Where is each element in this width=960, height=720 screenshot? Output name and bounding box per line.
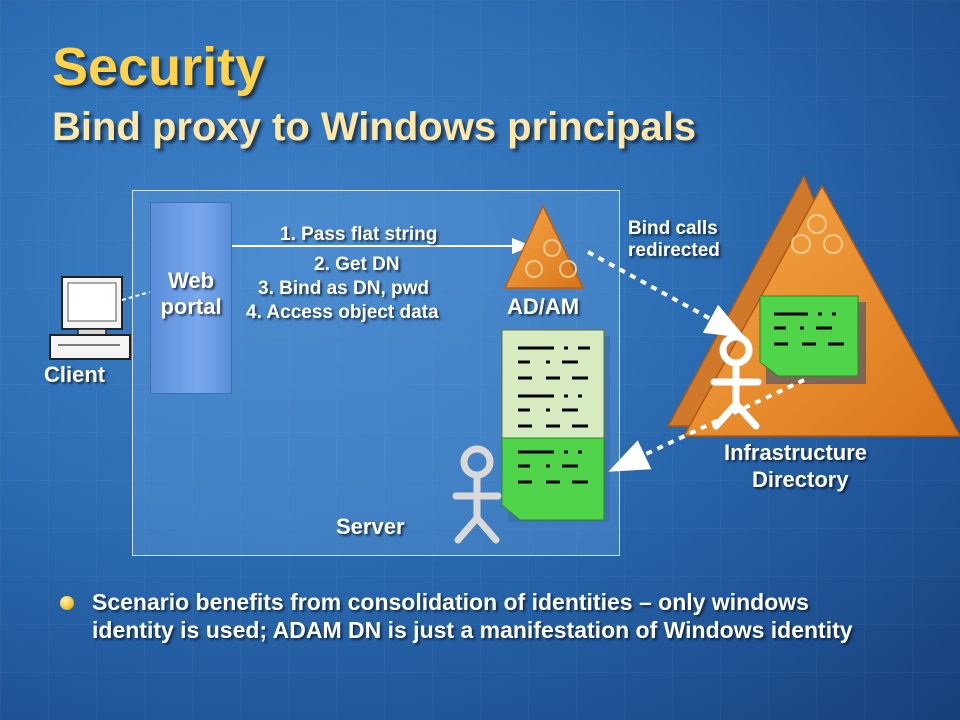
bullet-text: Scenario benefits from consolidation of … bbox=[92, 589, 853, 643]
server-label: Server bbox=[336, 514, 405, 539]
bind-calls-label-2: redirected bbox=[628, 240, 720, 261]
client-computer-icon bbox=[49, 276, 131, 360]
slide-subtitle: Bind proxy to Windows principals bbox=[52, 105, 697, 149]
bind-calls-label-1: Bind calls bbox=[628, 218, 718, 239]
step-1-label: 1. Pass flat string bbox=[280, 224, 438, 245]
adam-triangle bbox=[503, 204, 585, 289]
adam-label: AD/AM bbox=[507, 294, 580, 319]
server-person-icon bbox=[452, 445, 502, 544]
web-portal-label: Web portal bbox=[160, 268, 222, 319]
infra-directory-document bbox=[759, 295, 866, 384]
bind-redirect-arrow bbox=[587, 250, 746, 338]
infra-label-1: Infrastructure bbox=[724, 440, 868, 465]
document-text-lines bbox=[518, 346, 590, 484]
step-3-label: 3. Bind as DN, pwd bbox=[258, 278, 430, 299]
step-2-label: 2. Get DN bbox=[314, 254, 400, 275]
step-4-label: 4. Access object data bbox=[246, 302, 439, 323]
client-portal-connector bbox=[121, 291, 151, 301]
adam-directory-document bbox=[501, 329, 610, 522]
client-label: Client bbox=[44, 362, 106, 387]
slide-title: Security bbox=[52, 37, 266, 97]
web-portal-box bbox=[150, 202, 232, 394]
bullet-dot-icon bbox=[60, 596, 74, 610]
infra-label-2: Directory bbox=[752, 467, 849, 492]
